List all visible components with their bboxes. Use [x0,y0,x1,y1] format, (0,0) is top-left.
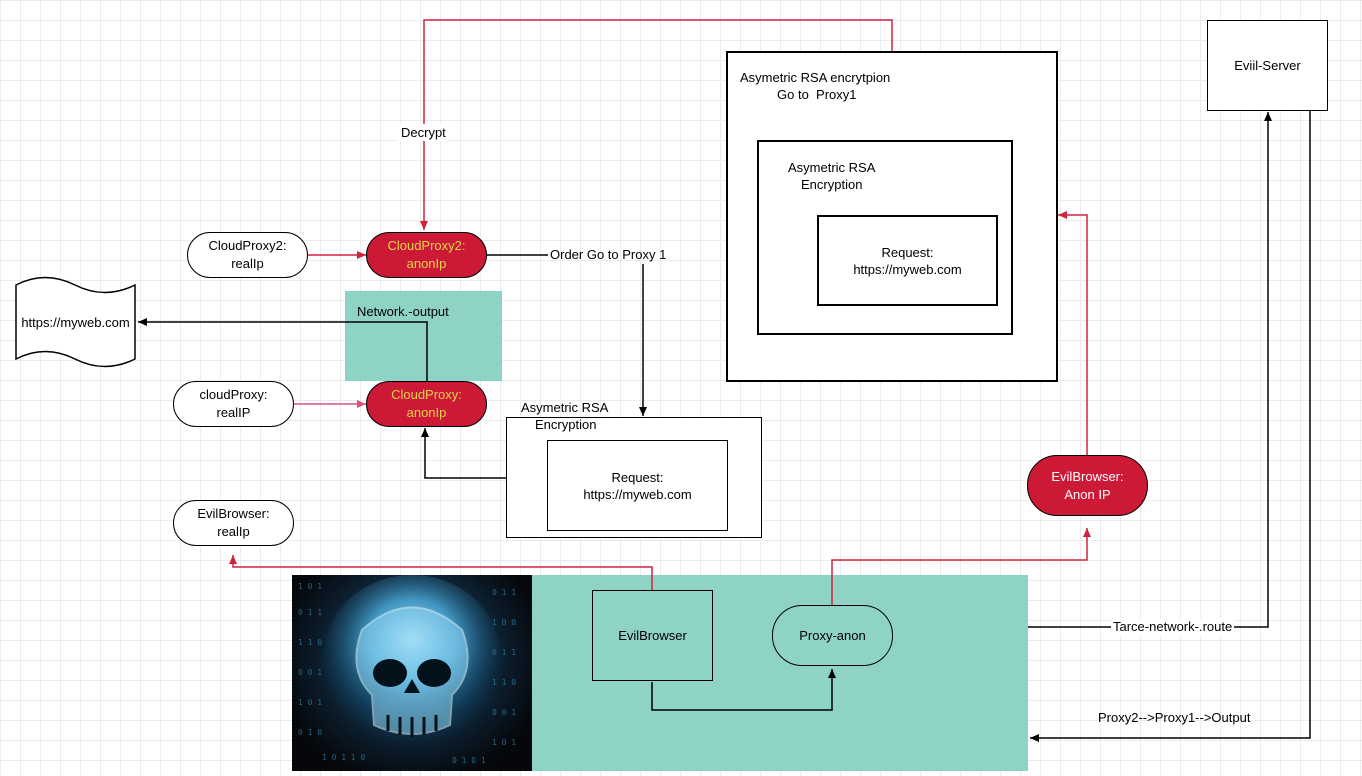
svg-text:0 1 1: 0 1 1 [492,588,516,597]
edge-network-output [138,318,428,381]
edge-label-decrypt: Decrypt [398,124,449,141]
evilbrowser-anonip-node[interactable]: EvilBrowser: Anon IP [1027,455,1148,516]
request-lower-label: Request: https://myweb.com [583,469,692,502]
evilbrowser-node[interactable]: EvilBrowser [592,590,713,681]
svg-text:0 1 0 1: 0 1 0 1 [452,756,486,765]
svg-text:0 1 0: 0 1 0 [298,728,322,737]
svg-text:0 0 1: 0 0 1 [492,708,516,717]
cloudproxy-realip-node[interactable]: cloudProxy: realIP [173,381,294,427]
cloudproxy-anonip-node[interactable]: CloudProxy: anonIp [366,381,487,427]
edge-trace [1028,112,1272,628]
rsa-outer-label-1: Asymetric RSA encrytpion [740,70,891,85]
edge-route [1030,110,1311,742]
evilbrowser-anonip-label: EvilBrowser: Anon IP [1051,468,1124,502]
cloudproxy2-realip-node[interactable]: CloudProxy2: realIp [187,232,308,278]
edge-label-trace: Tarce-network-.route [1111,618,1235,635]
svg-text:1 0 1: 1 0 1 [298,698,322,707]
edge-rsa-to-cloudproxy [421,428,506,479]
evilbrowser-label: EvilBrowser [618,628,687,643]
website-label: https://myweb.com [21,314,130,330]
svg-text:1 0 1 1 0: 1 0 1 1 0 [322,753,366,762]
request-top-label: Request: https://myweb.com [853,244,962,277]
rsa-lower-label-1: Asymetric RSA [521,400,609,415]
skull-image: 1 0 1 0 1 1 1 1 0 0 0 1 1 0 1 0 1 0 0 1 1 1 0… [292,575,532,771]
svg-text:1 1 0: 1 1 0 [492,678,516,687]
cloudproxy-anonip-label: CloudProxy: anonIp [391,387,462,420]
proxy-anon-node[interactable]: Proxy-anon [772,605,893,666]
proxy-anon-label: Proxy-anon [799,627,866,643]
network-output-area [345,291,502,381]
request-box-lower[interactable]: Request: https://myweb.com [547,440,728,531]
edge-label-order: Order Go to Proxy 1 [550,247,667,262]
svg-text:0 1 1: 0 1 1 [492,648,516,657]
document-shape-icon [15,276,136,368]
cloudproxy-realip-label: cloudProxy: realIP [199,387,268,420]
svg-text:1 1 0: 1 1 0 [298,638,322,647]
svg-text:0 1 1: 0 1 1 [298,608,322,617]
website-document[interactable]: https://myweb.com [15,276,136,368]
rsa-middle-label-1: Asymetric RSA [788,160,876,175]
skull-icon: 1 0 1 0 1 1 1 1 0 0 0 1 1 0 1 0 1 0 0 1 1 1 0… [298,575,516,765]
edge-evilanon-rsa [1058,211,1088,455]
network-output-label: Network.-output [357,304,449,319]
request-box-top[interactable]: Request: https://myweb.com [817,215,998,306]
svg-text:0 0 1: 0 0 1 [298,668,322,677]
evilbrowser-realip-label: EvilBrowser: realIp [197,506,270,539]
cloudproxy2-realip-label: CloudProxy2: realIp [208,238,287,271]
edge-evilbrowser-proxy [651,669,836,711]
svg-text:1 0 0: 1 0 0 [492,618,516,627]
svg-text:1 0 1: 1 0 1 [492,738,516,747]
edge-proxy-evilanon [831,528,1091,605]
rsa-middle-label-2: Encryption [801,177,863,192]
rsa-outer-label-2: Go to Proxy1 [777,87,857,102]
edge-label-route: Proxy2-->Proxy1-->Output [1098,710,1251,725]
evilbrowser-realip-node[interactable]: EvilBrowser: realIp [173,500,294,546]
rsa-lower-label-2: Encryption [535,417,597,432]
cloudproxy2-anonip-label: CloudProxy2: anonIp [387,238,466,271]
cloudproxy2-anonip-node[interactable]: CloudProxy2: anonIp [366,232,487,278]
evil-server-label: Eviil-Server [1234,58,1301,73]
svg-text:1 0 1: 1 0 1 [298,582,322,591]
edge-evilbrowser-real [229,555,653,590]
evil-server-node[interactable]: Eviil-Server [1207,20,1328,111]
